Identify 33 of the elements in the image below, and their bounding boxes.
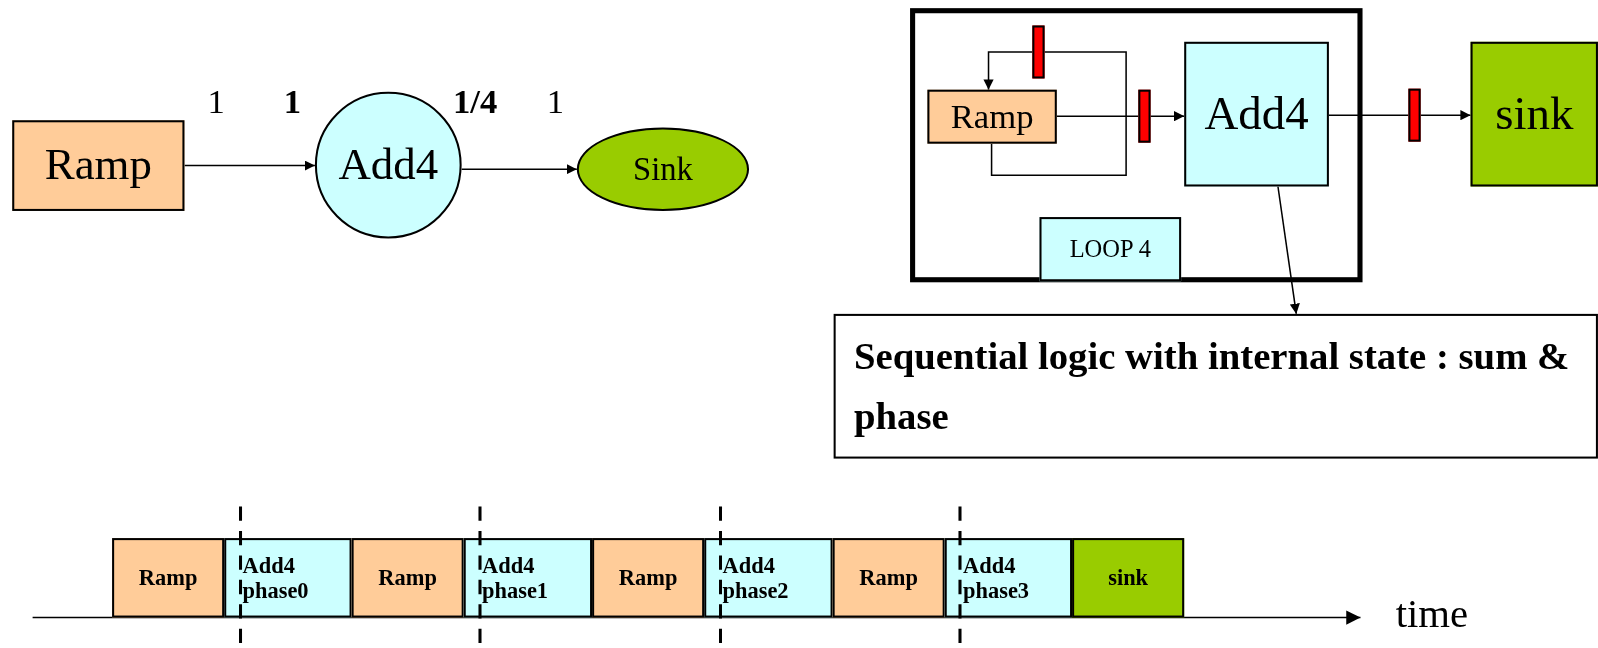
process-box: Ramp — [927, 89, 1057, 144]
loop-frame — [910, 8, 1363, 283]
axis-label: time — [1395, 593, 1469, 634]
register-bar — [1408, 88, 1421, 142]
leader-arrow — [1277, 185, 1300, 315]
connector-line — [1328, 114, 1410, 116]
schedule-slot: sink — [1072, 538, 1185, 618]
rate-label: 1 — [283, 84, 302, 120]
callout-box: Sequential logic with internal state : sum & phase — [833, 313, 1598, 459]
arrow — [983, 51, 1034, 91]
schedule-slot: Ramp — [832, 538, 945, 618]
arrow — [1419, 110, 1472, 121]
schedule-slot: Add4 phase1 — [463, 538, 593, 618]
arrow — [183, 160, 316, 171]
schedule-slot: Add4 phase0 — [224, 538, 352, 618]
schedule-slot: Ramp — [112, 538, 225, 618]
connector-line — [1056, 115, 1140, 117]
schedule-slot: Ramp — [351, 538, 464, 618]
loop-label-box: LOOP 4 — [1039, 217, 1182, 282]
arrow — [460, 164, 578, 175]
process-box: Add4 — [1184, 41, 1329, 187]
process-box: sink — [1470, 41, 1598, 187]
process-ellipse: Sink — [576, 127, 750, 211]
arrow — [1149, 111, 1185, 122]
connector-line — [990, 51, 1127, 177]
schedule-slot: Add4 phase2 — [704, 538, 833, 618]
rate-label: 1 — [546, 84, 565, 120]
schedule-slot: Add4 phase3 — [944, 538, 1073, 618]
register-bar — [1138, 89, 1151, 143]
rate-label: 1 — [207, 84, 225, 120]
process-box: Ramp — [12, 120, 185, 211]
schedule-slot: Ramp — [592, 538, 705, 618]
register-bar — [1032, 25, 1045, 79]
